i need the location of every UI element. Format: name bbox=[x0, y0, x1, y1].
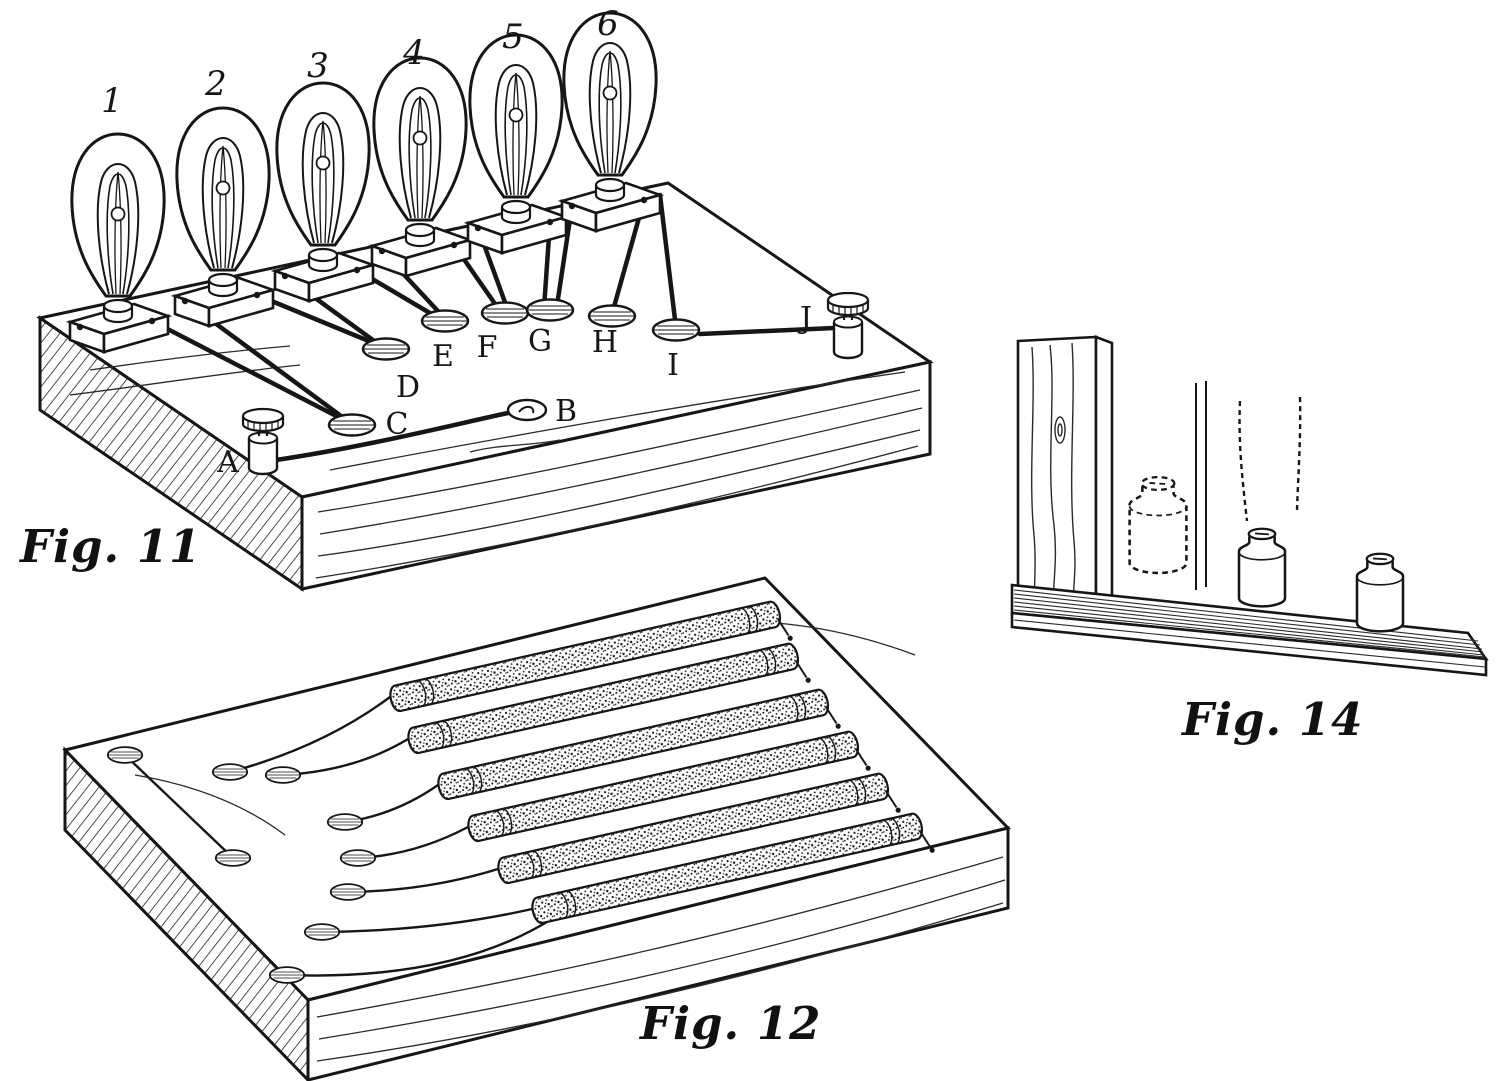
resistance-rod bbox=[389, 600, 793, 713]
contact-label-h: H bbox=[592, 325, 618, 360]
contact-label-c: C bbox=[386, 407, 409, 442]
wooden-stud bbox=[1016, 335, 1114, 609]
contact-label-g: G bbox=[528, 324, 552, 359]
switch-knob-B bbox=[506, 398, 548, 422]
contact-label-e: E bbox=[432, 339, 454, 374]
lamp-unit-3 bbox=[273, 81, 375, 303]
fig14-illustration bbox=[1010, 335, 1489, 677]
contact-label-d: D bbox=[396, 370, 420, 405]
wood-grain-lines bbox=[1030, 342, 1076, 604]
bulb-number-1: 1 bbox=[101, 81, 123, 121]
shelf-board bbox=[1010, 583, 1489, 677]
binding-post-J bbox=[826, 291, 870, 360]
contact-H bbox=[587, 304, 637, 328]
contact-F bbox=[480, 301, 530, 325]
lamp-unit-2 bbox=[173, 106, 275, 328]
wood-grain-lines bbox=[69, 345, 923, 579]
bulb-number-5: 5 bbox=[502, 17, 524, 57]
lamp-unit-6 bbox=[560, 11, 662, 233]
hidden-knob-dotted bbox=[1128, 475, 1188, 575]
lamp-unit-1 bbox=[68, 132, 170, 354]
resistance-rod bbox=[437, 688, 841, 801]
porcelain-knob-middle bbox=[1237, 527, 1287, 608]
binding-post-A bbox=[241, 407, 285, 476]
resistance-rod bbox=[467, 730, 871, 843]
bulb-number-6: 6 bbox=[597, 4, 619, 44]
fig12-wires bbox=[123, 695, 557, 977]
fig12-caption: Fig. 12 bbox=[640, 997, 822, 1050]
bulb-number-2: 2 bbox=[204, 64, 227, 104]
fig11-illustration: 1 2 3 4 5 6 A B C D E F G H I J bbox=[36, 4, 934, 592]
fig12-illustration bbox=[62, 576, 1011, 1081]
contact-C bbox=[327, 413, 377, 437]
resistance-rod bbox=[407, 642, 811, 755]
contact-label-f: F bbox=[477, 330, 498, 365]
dashed-wires bbox=[1238, 396, 1302, 522]
wood-grain-lines bbox=[1013, 589, 1486, 668]
fig12-board-front-face bbox=[306, 826, 1010, 1081]
fig12-rods bbox=[389, 600, 935, 925]
lamp-unit-5 bbox=[466, 33, 568, 255]
contact-label-a: A bbox=[216, 445, 239, 480]
lamp-unit-4 bbox=[370, 56, 472, 278]
contact-I bbox=[651, 318, 701, 342]
fig12-board bbox=[62, 576, 1011, 1081]
porcelain-knob-right bbox=[1355, 552, 1405, 633]
contact-G bbox=[525, 298, 575, 322]
background-frame-lines bbox=[1195, 381, 1207, 590]
resistance-rod bbox=[497, 772, 901, 885]
bulb-number-4: 4 bbox=[402, 33, 425, 73]
contact-D bbox=[361, 337, 411, 361]
contact-E bbox=[420, 309, 470, 333]
fig11-caption: Fig. 11 bbox=[20, 520, 202, 573]
contact-label-j: J bbox=[797, 301, 812, 336]
contact-label-b: B bbox=[555, 394, 577, 429]
resistance-rod bbox=[531, 812, 935, 925]
bulb-number-3: 3 bbox=[307, 46, 329, 86]
fig14-caption: Fig. 14 bbox=[1182, 693, 1364, 746]
contact-label-i: I bbox=[667, 348, 679, 383]
